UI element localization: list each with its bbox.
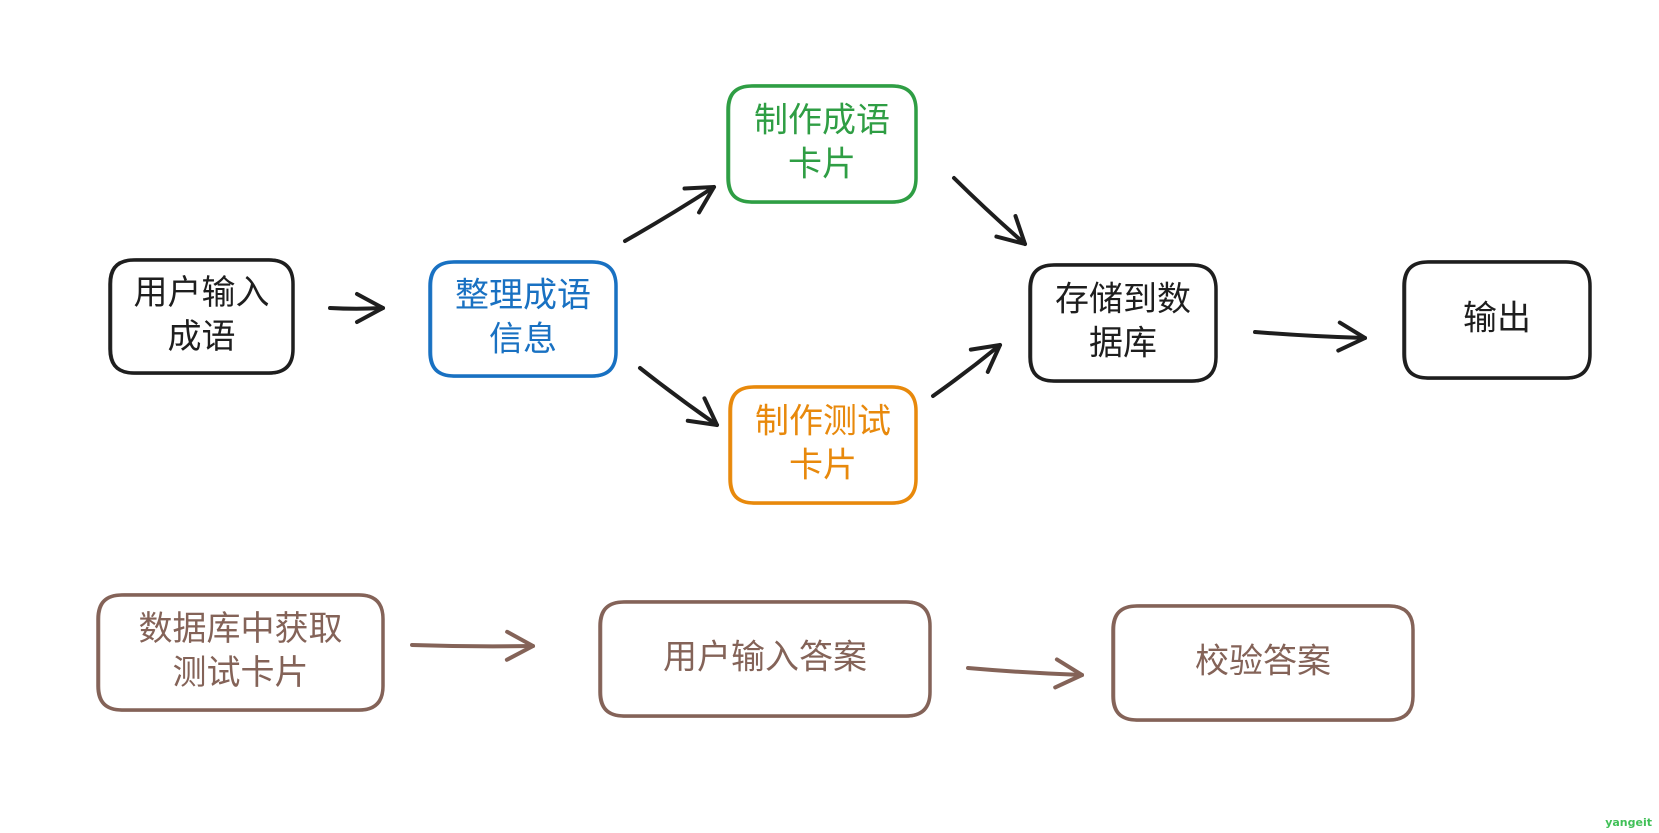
node-label-line: 成语 [168, 317, 236, 357]
node-box-sketch [110, 258, 295, 375]
arrow-shaft [1253, 330, 1367, 340]
node-label-line: 用户输入答案 [663, 638, 867, 678]
node-label-line: 制作成语 [754, 101, 890, 141]
node-answer-input: 用户输入答案 [598, 600, 932, 718]
node-box-sketch [600, 600, 932, 718]
arrow-organize-to-make-card [623, 185, 716, 243]
arrow-head [1053, 657, 1084, 690]
node-label-line: 输出 [1463, 299, 1531, 339]
nodes-layer: 用户输入成语整理成语信息制作成语卡片制作测试卡片存储到数据库输出数据库中获取测试… [96, 84, 1592, 722]
arrow-head [504, 629, 535, 662]
node-output: 输出 [1402, 260, 1592, 380]
arrow-head [682, 185, 716, 215]
node-label-line: 数据库中获取 [139, 609, 343, 649]
node-box-sketch [98, 593, 385, 712]
arrow-head [1336, 320, 1367, 353]
node-box-sketch [1113, 604, 1415, 722]
arrow-head [685, 396, 719, 427]
node-box-sketch [430, 260, 618, 378]
node-verify: 校验答案 [1111, 604, 1415, 722]
arrow-shaft [328, 306, 385, 311]
node-label-line: 据库 [1089, 324, 1157, 364]
node-label-line: 制作测试 [755, 402, 891, 442]
arrow-user-input-to-organize [328, 292, 385, 324]
node-label-line: 测试卡片 [173, 653, 309, 693]
arrow-fetch-test-to-answer-input [410, 629, 535, 662]
arrow-head [968, 343, 1002, 374]
watermark-logo: yangeit [1605, 816, 1652, 829]
arrow-shaft [931, 343, 1002, 398]
node-label-line: 用户输入 [134, 273, 270, 313]
node-label-line: 整理成语 [455, 276, 591, 316]
arrow-shaft [966, 666, 1084, 677]
arrow-head [355, 292, 385, 324]
arrow-organize-to-make-test [638, 366, 719, 427]
arrow-store-db-to-output [1253, 320, 1367, 353]
edges-layer [328, 176, 1367, 690]
arrow-make-test-to-store-db [931, 343, 1002, 398]
node-label-line: 信息 [489, 320, 557, 360]
node-label-line: 卡片 [788, 145, 856, 185]
node-box-sketch [1404, 260, 1592, 380]
node-box-sketch [1030, 263, 1218, 383]
arrow-make-card-to-store-db [952, 176, 1027, 246]
arrow-shaft [952, 176, 1027, 246]
arrow-shaft [623, 185, 716, 243]
arrow-shaft [638, 366, 719, 427]
node-label-line: 校验答案 [1195, 642, 1331, 682]
arrow-shaft [410, 643, 535, 649]
arrow-head [994, 214, 1027, 246]
node-box-sketch [728, 84, 918, 204]
node-label-line: 卡片 [789, 446, 857, 486]
node-label-line: 存储到数 [1055, 280, 1191, 320]
node-box-sketch [730, 385, 918, 505]
arrow-answer-input-to-verify [966, 657, 1084, 690]
